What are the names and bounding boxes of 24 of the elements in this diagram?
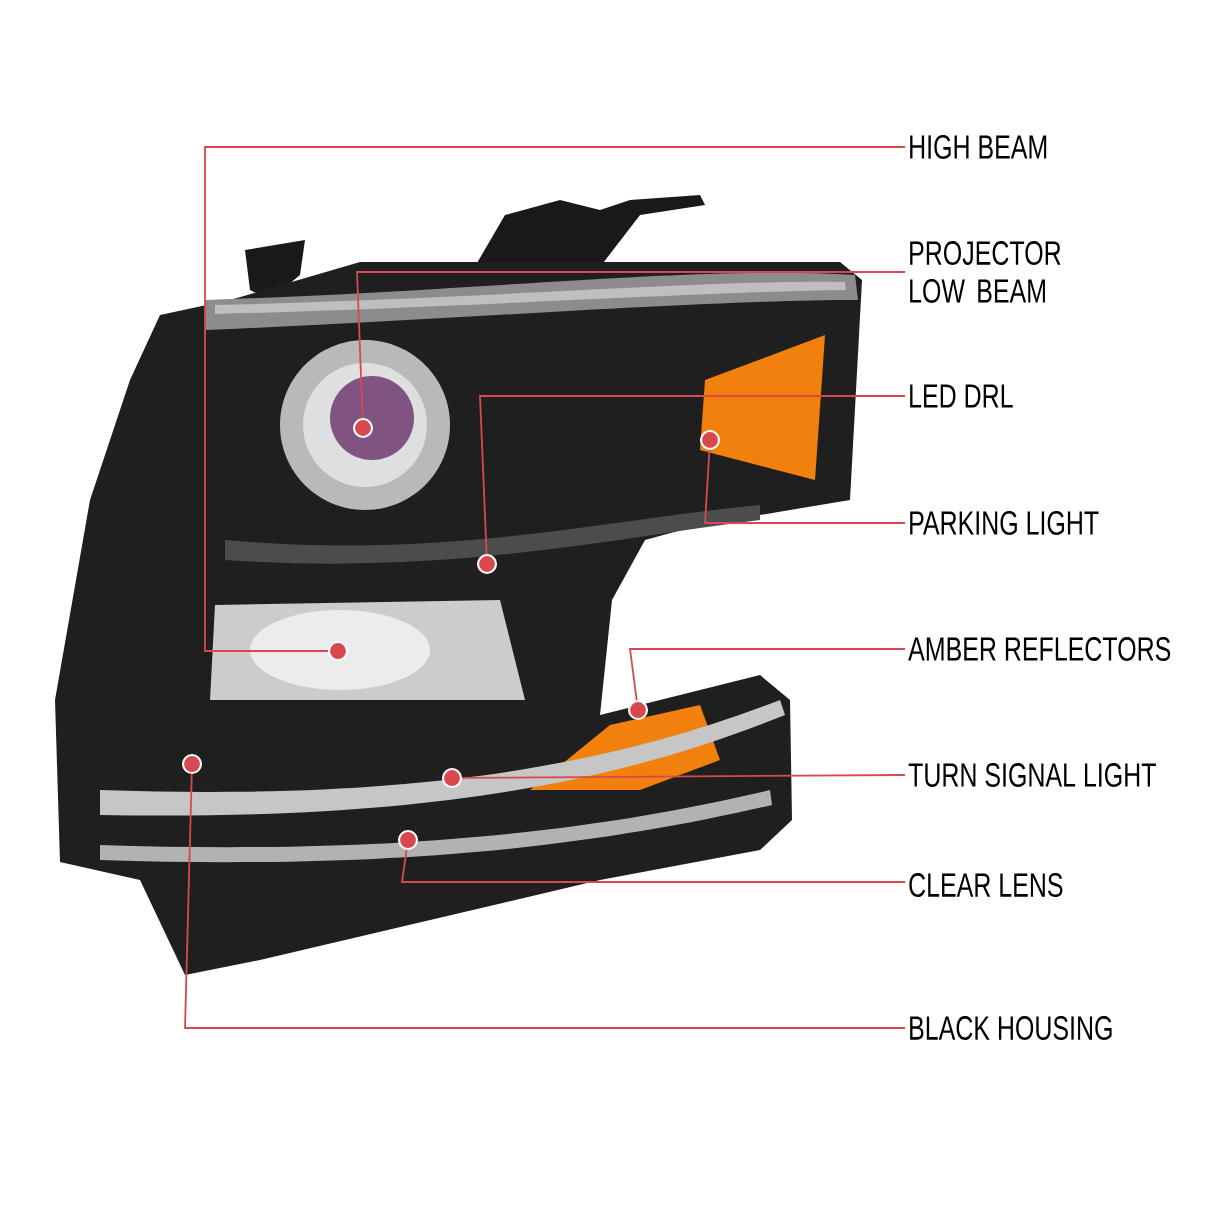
- callout-label: PARKING LIGHT: [910, 511, 1099, 535]
- callout-label: CLEAR LENS: [909, 873, 1063, 897]
- callout-label: AMBER REFLECTORS: [908, 637, 1171, 661]
- callout-label: HIGH BEAM: [910, 135, 1047, 159]
- leader-line: [400, 849, 906, 883]
- marker-dot: [352, 417, 374, 439]
- leader-line: [204, 146, 906, 652]
- callout-label: LED DRL: [910, 384, 1013, 408]
- marker-dot: [627, 699, 649, 721]
- leader-line: [479, 395, 906, 555]
- leader-line: [184, 773, 906, 1029]
- leader-line: [628, 648, 906, 701]
- marker-dot: [699, 429, 721, 451]
- leader-line: [704, 449, 906, 524]
- marker-dot: [327, 640, 349, 662]
- marker-dot: [441, 767, 463, 789]
- marker-dot: [181, 753, 203, 775]
- callout-label: TURN SIGNAL LIGHT: [908, 763, 1156, 787]
- callout-label: BLACK HOUSING: [910, 1016, 1112, 1040]
- marker-dot: [397, 829, 419, 851]
- callout-label: PROJECTOR LOW BEAM: [910, 241, 1061, 303]
- leader-line: [461, 774, 906, 779]
- marker-dot: [476, 553, 498, 575]
- leader-line: [356, 271, 906, 419]
